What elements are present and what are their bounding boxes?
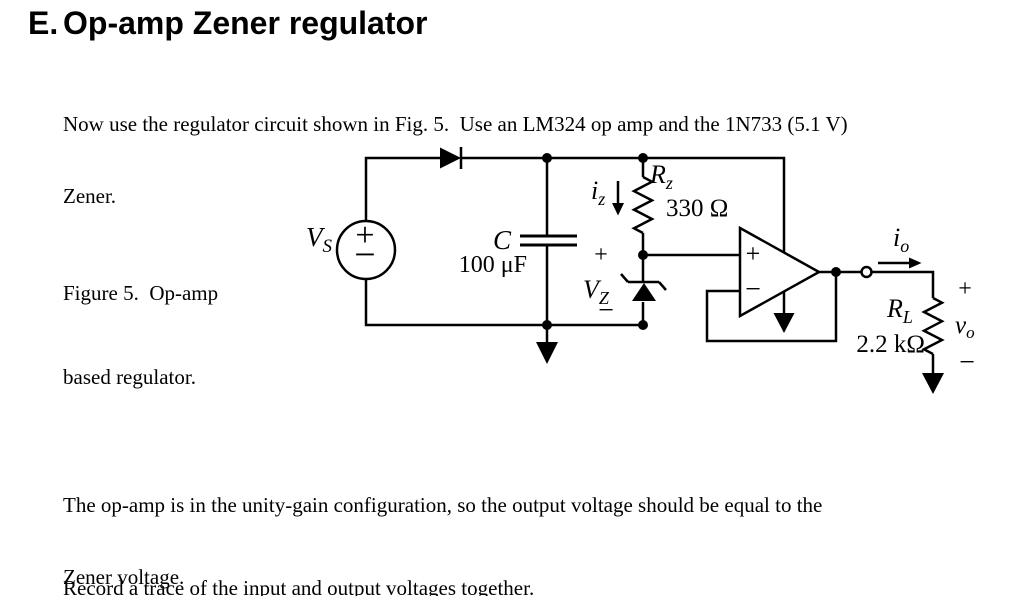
opamp-minus-input-sign: − xyxy=(745,274,761,305)
output-voltage-label: vo xyxy=(955,312,975,342)
wire-source-to-diode xyxy=(364,156,440,221)
body1-line-2: Zener voltage. xyxy=(63,565,185,589)
output-current-label: io xyxy=(893,223,909,256)
capacitor-value: 100 μF xyxy=(459,252,527,278)
body-paragraph-2: Record a trace of the input and output v… xyxy=(63,528,534,596)
resistor-rl-zigzag xyxy=(921,296,945,356)
opamp-triangle xyxy=(738,225,822,319)
resistor-rz-zigzag xyxy=(631,175,655,235)
zener-bar-right-tip xyxy=(658,281,667,291)
zener-current-label: iz xyxy=(591,176,605,209)
zener-diode-triangle xyxy=(632,283,656,301)
zener-minus-sign: − xyxy=(598,295,614,326)
caption-line-2: based regulator. xyxy=(63,365,196,389)
load-resistor-label: RL xyxy=(886,294,913,327)
node-dot xyxy=(831,267,841,277)
io-arrowhead xyxy=(909,257,922,269)
load-resistor-value: 2.2 kΩ xyxy=(856,331,925,358)
source-label: VS xyxy=(306,222,333,257)
opamp-plus-input-sign: + xyxy=(746,239,761,268)
node-dot xyxy=(542,153,552,163)
ground-symbol-load xyxy=(922,373,944,394)
wire-top-rail xyxy=(461,156,786,252)
caption-line-1: Figure 5. Op-amp xyxy=(63,281,219,305)
intro-paragraph: Now use the regulator circuit shown in F… xyxy=(63,64,848,256)
vout-minus-sign: − xyxy=(959,347,975,378)
section-heading: E.Op-amp Zener regulator xyxy=(28,7,428,39)
node-dot xyxy=(542,320,552,330)
section-letter: E. xyxy=(28,5,59,41)
source-minus-sign: − xyxy=(354,234,375,276)
series-resistor-label: Rz xyxy=(649,160,673,193)
node-dot xyxy=(638,250,648,260)
section-title: Op-amp Zener regulator xyxy=(63,5,428,41)
zener-bar-left-tip xyxy=(620,273,629,283)
rectifier-diode-triangle xyxy=(440,147,461,169)
vout-plus-sign: + xyxy=(958,276,972,302)
ground-symbol-cap-node xyxy=(536,342,558,364)
zener-plus-sign: + xyxy=(594,242,608,268)
source-plus-sign: + xyxy=(355,217,374,254)
body2-line-1: Record a trace of the input and output v… xyxy=(63,576,535,596)
iz-arrowhead xyxy=(612,203,624,216)
capacitor-label: C xyxy=(493,225,512,255)
ground-symbol-opamp xyxy=(773,313,795,333)
zener-voltage-label: VZ xyxy=(583,275,610,308)
body1-line-1: The op-amp is in the unity-gain configur… xyxy=(63,493,823,517)
body-paragraph-1: The op-amp is in the unity-gain configur… xyxy=(63,445,822,596)
intro-line-1: Now use the regulator circuit shown in F… xyxy=(63,112,848,136)
intro-line-2: Zener. xyxy=(63,184,117,208)
wire-output-to-load xyxy=(872,270,935,298)
node-dot xyxy=(638,320,648,330)
output-terminal-circle xyxy=(860,265,873,279)
figure-caption: Figure 5. Op-amp based regulator. xyxy=(63,223,218,447)
node-dot xyxy=(638,153,648,163)
wire-feedback xyxy=(705,272,838,343)
series-resistor-value: 330 Ω xyxy=(666,195,728,222)
